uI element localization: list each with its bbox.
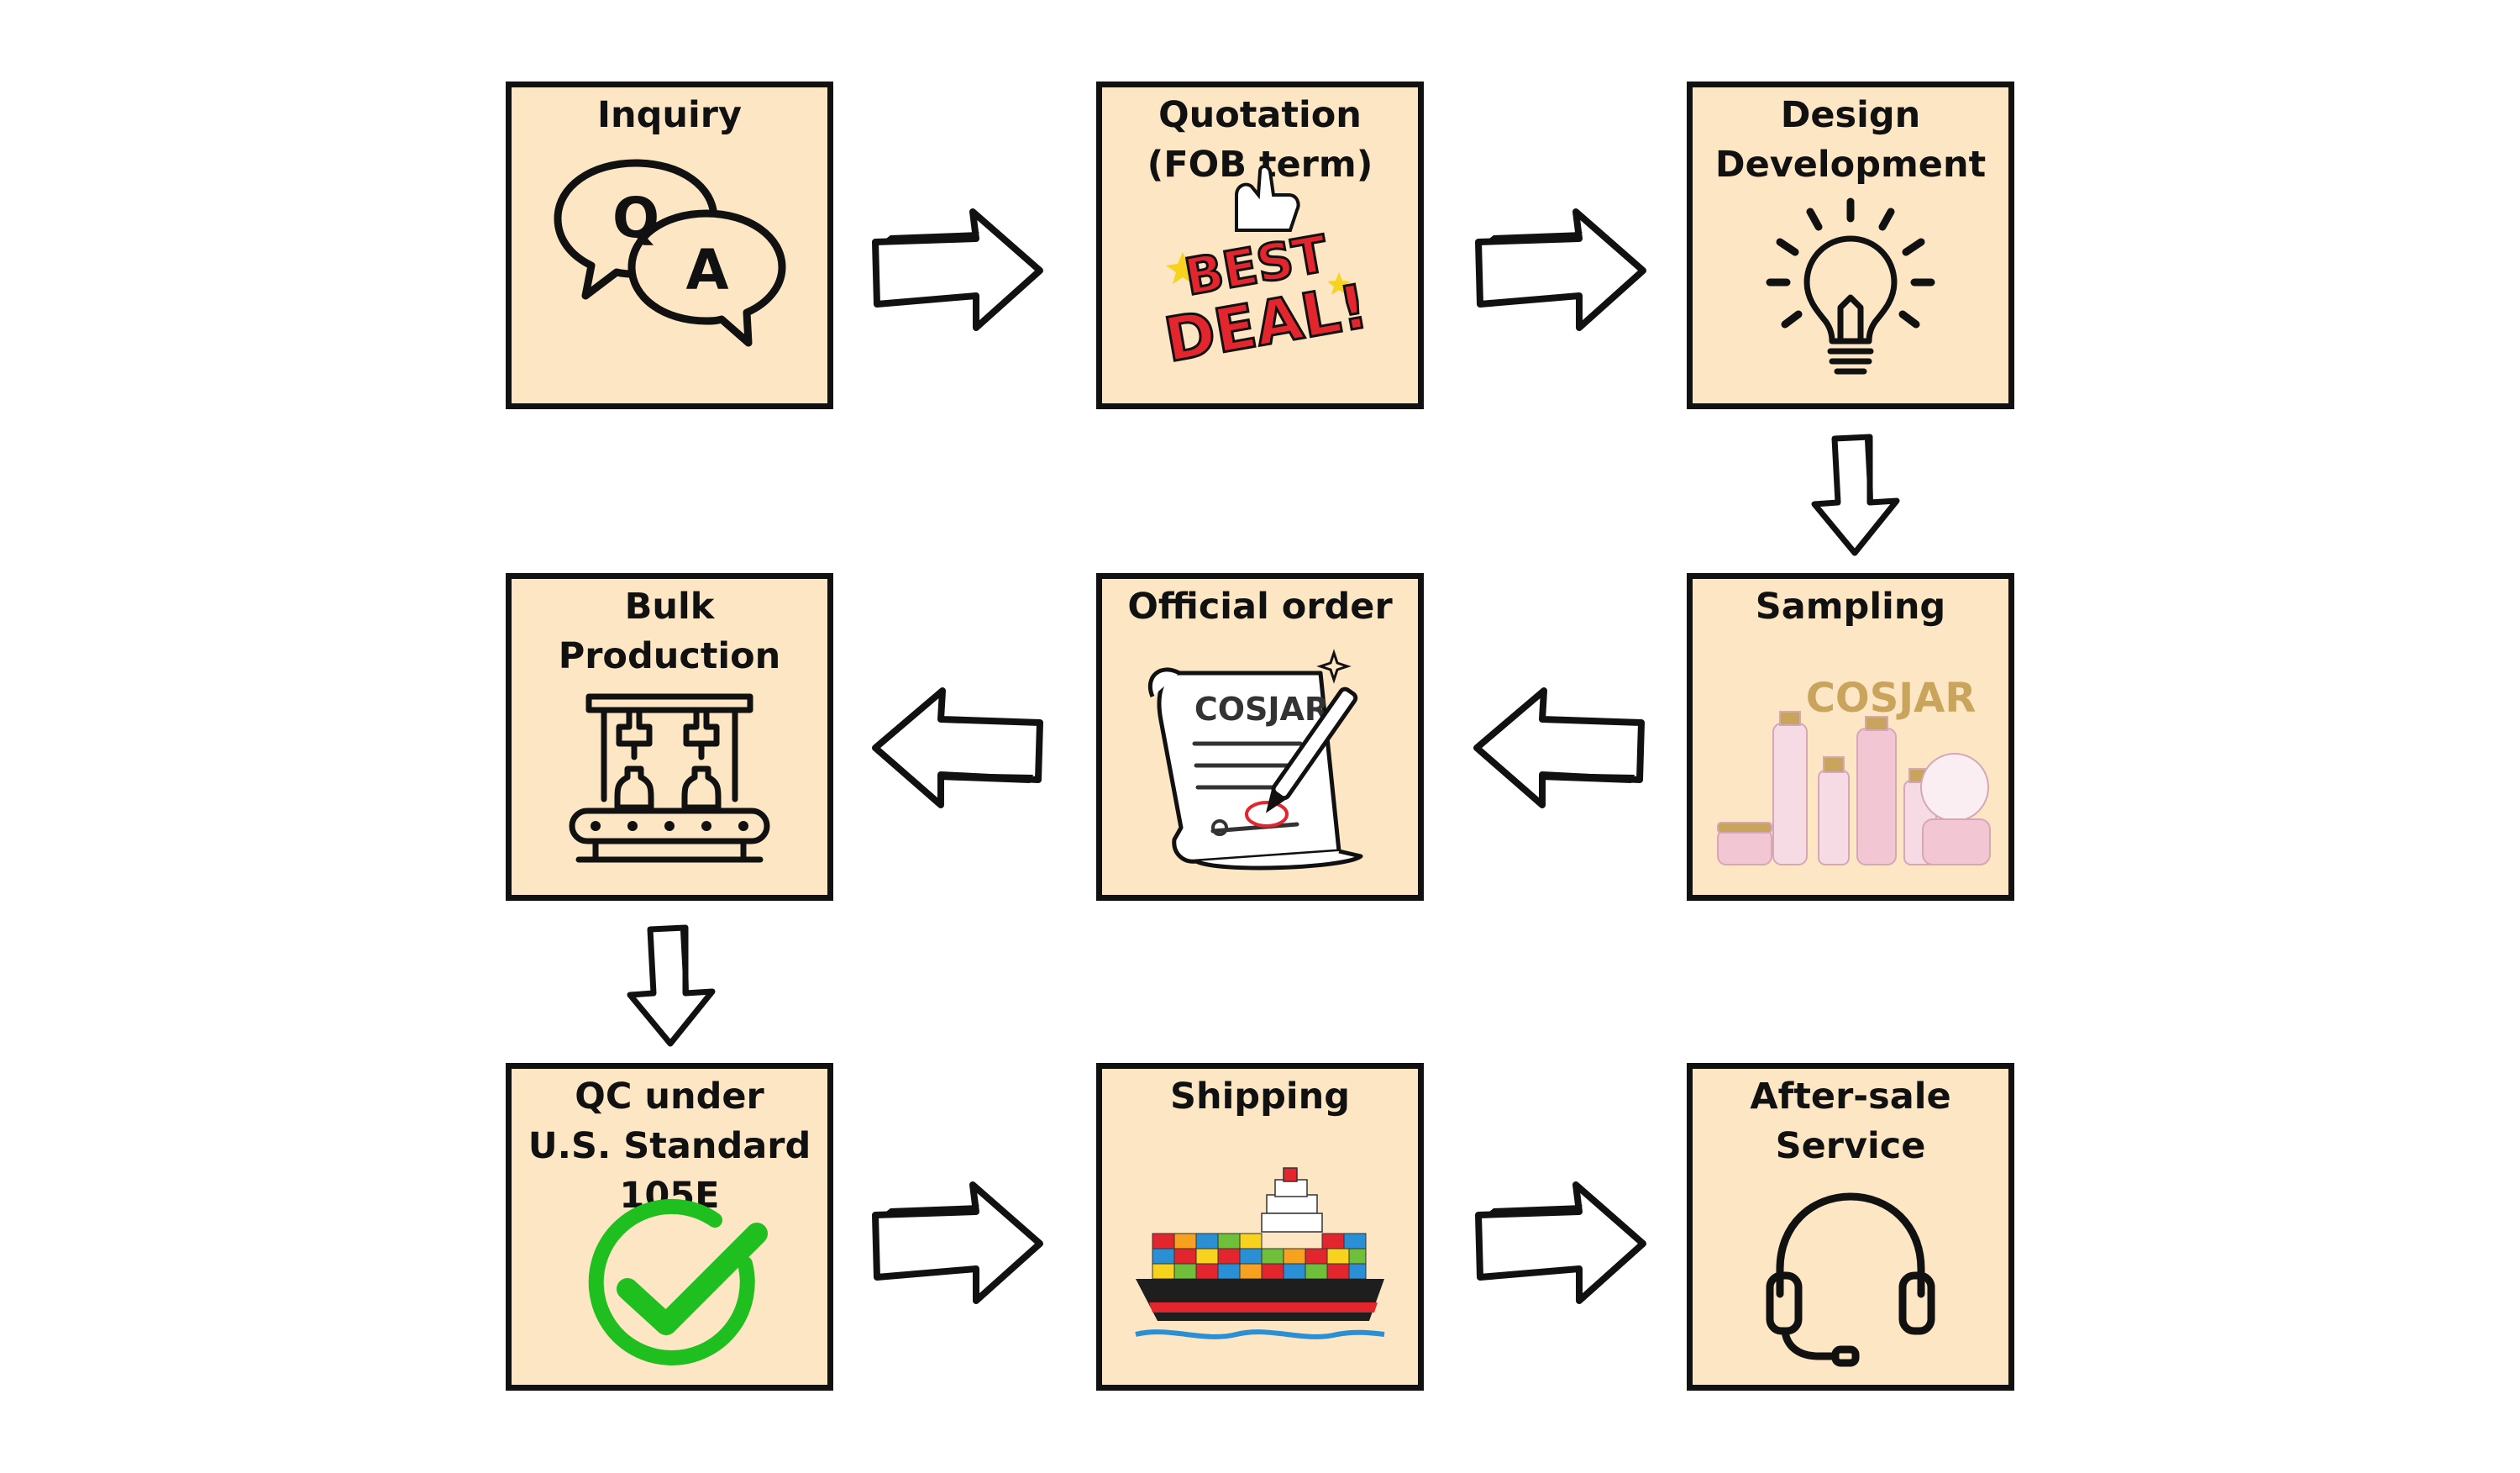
step-inquiry: Inquiry Q A bbox=[506, 82, 833, 409]
sampling-brand: COSJAR bbox=[1806, 675, 1977, 722]
cargo-ship-icon bbox=[1135, 1167, 1385, 1339]
step-title: After-sale Service bbox=[1750, 1076, 1951, 1167]
cosmetic-bottles-icon: COSJAR bbox=[1717, 675, 1991, 865]
step-title: Quotation (FOB term) bbox=[1147, 94, 1373, 186]
arrow-right-3 bbox=[872, 1181, 1043, 1304]
step-official-order: Official order COSJAR bbox=[1096, 573, 1424, 901]
signed-contract-icon: COSJAR bbox=[1147, 649, 1363, 871]
step-qc: QC under U.S. Standard 105E bbox=[506, 1063, 833, 1391]
arrow-left-2 bbox=[872, 687, 1043, 808]
qa-a-letter: A bbox=[685, 238, 728, 302]
step-sampling: Sampling COSJAR bbox=[1687, 573, 2014, 901]
arrow-right-4 bbox=[1475, 1181, 1646, 1304]
step-title: Design Development bbox=[1714, 94, 1987, 186]
arrow-down-1 bbox=[1811, 434, 1900, 556]
contract-brand: COSJAR bbox=[1194, 691, 1329, 728]
arrow-down-2 bbox=[627, 924, 716, 1047]
arrow-right-2 bbox=[1475, 208, 1646, 331]
step-after-sale-service: After-sale Service bbox=[1687, 1063, 2014, 1391]
step-bulk-production: Bulk Production bbox=[506, 573, 833, 901]
checkmark-icon bbox=[588, 1198, 768, 1365]
step-design-development: Design Development bbox=[1687, 82, 2014, 409]
best-deal-icon: BEST DEAL! bbox=[1158, 165, 1374, 377]
lightbulb-icon bbox=[1766, 197, 1935, 375]
step-title: QC under U.S. Standard 105E bbox=[528, 1076, 811, 1217]
step-title: Sampling bbox=[1755, 586, 1946, 628]
headset-icon bbox=[1766, 1192, 1935, 1367]
arrow-left-1 bbox=[1473, 687, 1645, 808]
step-title: Shipping bbox=[1169, 1076, 1350, 1118]
step-quotation: Quotation (FOB term) BEST DEAL! bbox=[1096, 82, 1424, 409]
step-title: Inquiry bbox=[597, 94, 742, 136]
step-title: Bulk Production bbox=[558, 586, 781, 677]
step-shipping: Shipping bbox=[1096, 1063, 1424, 1391]
qa-q-letter: Q bbox=[612, 186, 659, 250]
production-line-icon bbox=[569, 693, 770, 863]
qa-chat-icon: Q A bbox=[554, 159, 786, 347]
step-title: Official order bbox=[1127, 586, 1393, 628]
arrow-right-1 bbox=[872, 208, 1043, 331]
